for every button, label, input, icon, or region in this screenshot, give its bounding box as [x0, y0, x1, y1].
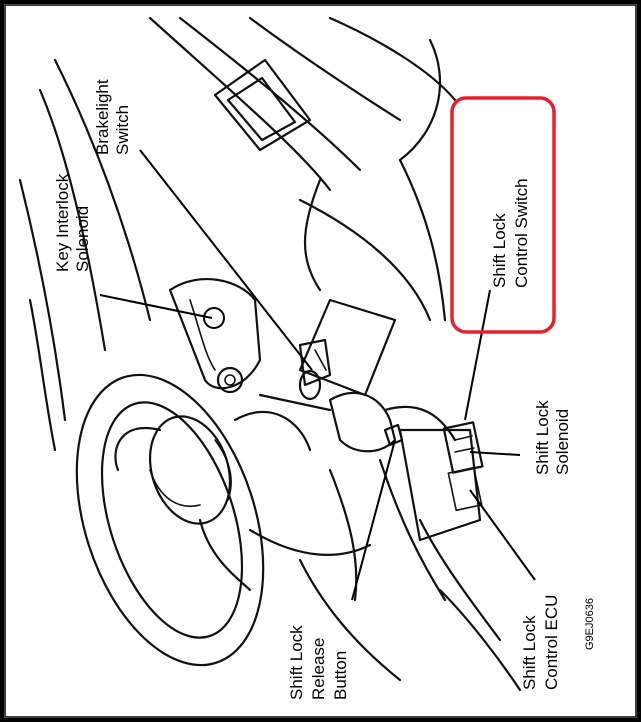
label-brakelight-switch-line-1: Brakelight	[93, 79, 112, 155]
key-interlock-solenoid-marker	[203, 307, 225, 329]
leader-brakelight-switch	[139, 149, 313, 371]
leader-shift-lock-solenoid	[469, 451, 521, 456]
figure-code: G9EJ0636	[584, 598, 596, 650]
label-shift-lock-solenoid-line-1: Shift Lock	[533, 400, 552, 475]
label-shift-lock-control-ecu-line-1: Shift Lock	[520, 615, 539, 690]
labels: Brakelight Switch Key Interlock Solenoid…	[53, 75, 596, 700]
label-shift-lock-release-button-line-2: Release	[309, 638, 328, 700]
label-shift-lock-release-button: Shift Lock Release Button	[287, 621, 350, 700]
label-shift-lock-control-ecu: Shift Lock Control ECU	[520, 595, 561, 690]
label-key-interlock-solenoid-line-1: Key Interlock	[53, 173, 72, 272]
dashboard-line-art	[18, 16, 522, 692]
leader-lines	[99, 149, 536, 601]
label-key-interlock-solenoid: Key Interlock Solenoid	[53, 169, 92, 272]
label-shift-lock-control-ecu-line-2: Control ECU	[542, 595, 561, 690]
leader-shift-lock-control-ecu	[469, 489, 536, 581]
label-shift-lock-control-switch-line-1: Shift Lock	[490, 213, 509, 288]
leader-shift-lock-release-button	[351, 439, 396, 601]
label-shift-lock-release-button-line-3: Button	[331, 651, 350, 700]
label-shift-lock-release-button-line-1: Shift Lock	[287, 625, 306, 700]
label-brakelight-switch-line-2: Switch	[113, 105, 132, 155]
label-shift-lock-control-switch-line-2: Control Switch	[512, 178, 531, 288]
leader-key-interlock-solenoid	[99, 294, 213, 319]
label-shift-lock-solenoid-line-2: Solenoid	[553, 409, 572, 475]
label-shift-lock-solenoid: Shift Lock Solenoid	[533, 396, 572, 475]
label-shift-lock-control-switch: Shift Lock Control Switch	[490, 178, 531, 288]
label-brakelight-switch: Brakelight Switch	[93, 75, 132, 155]
label-key-interlock-solenoid-line-2: Solenoid	[73, 206, 92, 272]
leader-shift-lock-control-switch	[464, 289, 491, 421]
frame-inner-border	[4, 4, 637, 718]
highlight-box	[450, 96, 556, 334]
